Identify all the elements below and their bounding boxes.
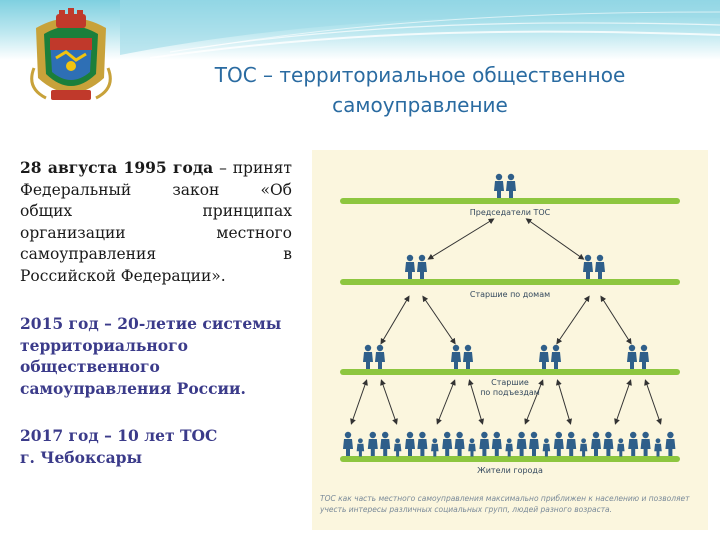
residents-figures <box>343 431 676 457</box>
chairs-figures <box>494 174 516 198</box>
resident-figure <box>654 438 662 457</box>
house-elder-figures-left <box>405 255 427 279</box>
resident-figure <box>380 431 391 456</box>
resident-figure <box>516 431 527 456</box>
label-chairs: Председатели ТОС <box>469 208 551 217</box>
resident-figure <box>431 438 439 457</box>
p1-line-3: общих принципах <box>20 202 292 220</box>
left-text-column: 28 августа 1995 года – принят Федеральны… <box>20 157 292 468</box>
resident-figure <box>542 438 551 457</box>
cheboksary-coat-of-arms-icon <box>26 8 116 110</box>
p1-line-5: самоуправления в <box>20 245 292 263</box>
date-bold: 28 августа 1995 года <box>20 158 214 177</box>
p1-line-2: Федеральный закон «Об <box>20 180 292 199</box>
entrance-elder-figures-4 <box>627 345 649 369</box>
label-residents: Жители города <box>477 466 543 475</box>
resident-figure <box>603 431 614 456</box>
hierarchy-arrows <box>350 218 662 425</box>
resident-figure <box>617 438 625 457</box>
resident-figure <box>591 431 601 456</box>
resident-figure <box>442 431 453 456</box>
label-house-elders: Старшие по домам <box>469 290 551 299</box>
paragraph-federal-law: 28 августа 1995 года – принят Федеральны… <box>20 157 292 287</box>
label-entrance-elders-line-2: по подъездам <box>480 388 540 397</box>
p1-line-1: – принят <box>219 159 292 177</box>
level-bar-2 <box>340 279 680 285</box>
tos-hierarchy-diagram: Председатели ТОС Старшие по домам Старши… <box>312 150 708 530</box>
diagram-caption: ТОС как часть местного самоуправления ма… <box>320 494 690 514</box>
house-elder-figures-right <box>583 255 605 279</box>
resident-figure <box>628 431 639 456</box>
level-bar-4 <box>340 456 680 462</box>
resident-figure <box>468 438 476 457</box>
page-title: ТОС – территориальное общественное самоу… <box>150 60 690 120</box>
resident-figure <box>393 438 402 457</box>
resident-figure <box>505 438 513 457</box>
entrance-elder-figures-3 <box>539 345 561 369</box>
level-bar-1 <box>340 198 680 204</box>
paragraph-anniversary: 2015 год – 20-летие системы территориаль… <box>20 314 282 398</box>
title-line-2: самоуправление <box>332 93 508 117</box>
resident-figure <box>640 431 651 456</box>
resident-figure <box>479 431 490 456</box>
wave-decoration <box>120 0 720 59</box>
label-entrance-elders-line-1: Старшие <box>491 378 529 387</box>
resident-figure <box>367 431 378 456</box>
resident-figure <box>417 431 428 456</box>
p1-line-6: Российской Федерации». <box>20 266 226 285</box>
resident-figure <box>566 431 577 456</box>
hierarchy-svg <box>340 150 680 462</box>
entrance-elder-figures-1 <box>363 345 385 369</box>
level-bar-3 <box>340 369 680 375</box>
resident-figure <box>356 438 365 457</box>
p1-line-4: организации местного <box>20 223 292 242</box>
resident-figure <box>529 431 539 456</box>
resident-figure <box>665 431 676 456</box>
resident-figure <box>343 431 353 456</box>
resident-figure <box>405 431 415 456</box>
paragraph-cheboksary: 2017 год – 10 лет ТОС г. Чебоксары <box>20 425 292 468</box>
resident-figure <box>579 438 588 457</box>
p3-line-1: 2017 год – 10 лет ТОС <box>20 426 218 445</box>
entrance-elder-figures-2 <box>451 345 473 369</box>
resident-figure <box>454 431 465 456</box>
resident-figure <box>553 431 564 456</box>
resident-figure <box>491 431 502 456</box>
p3-line-2: г. Чебоксары <box>20 447 143 467</box>
top-decorative-band <box>0 0 720 60</box>
label-entrance-elders: Старшие по подъездам <box>460 378 560 398</box>
title-line-1: ТОС – территориальное общественное <box>214 63 626 87</box>
